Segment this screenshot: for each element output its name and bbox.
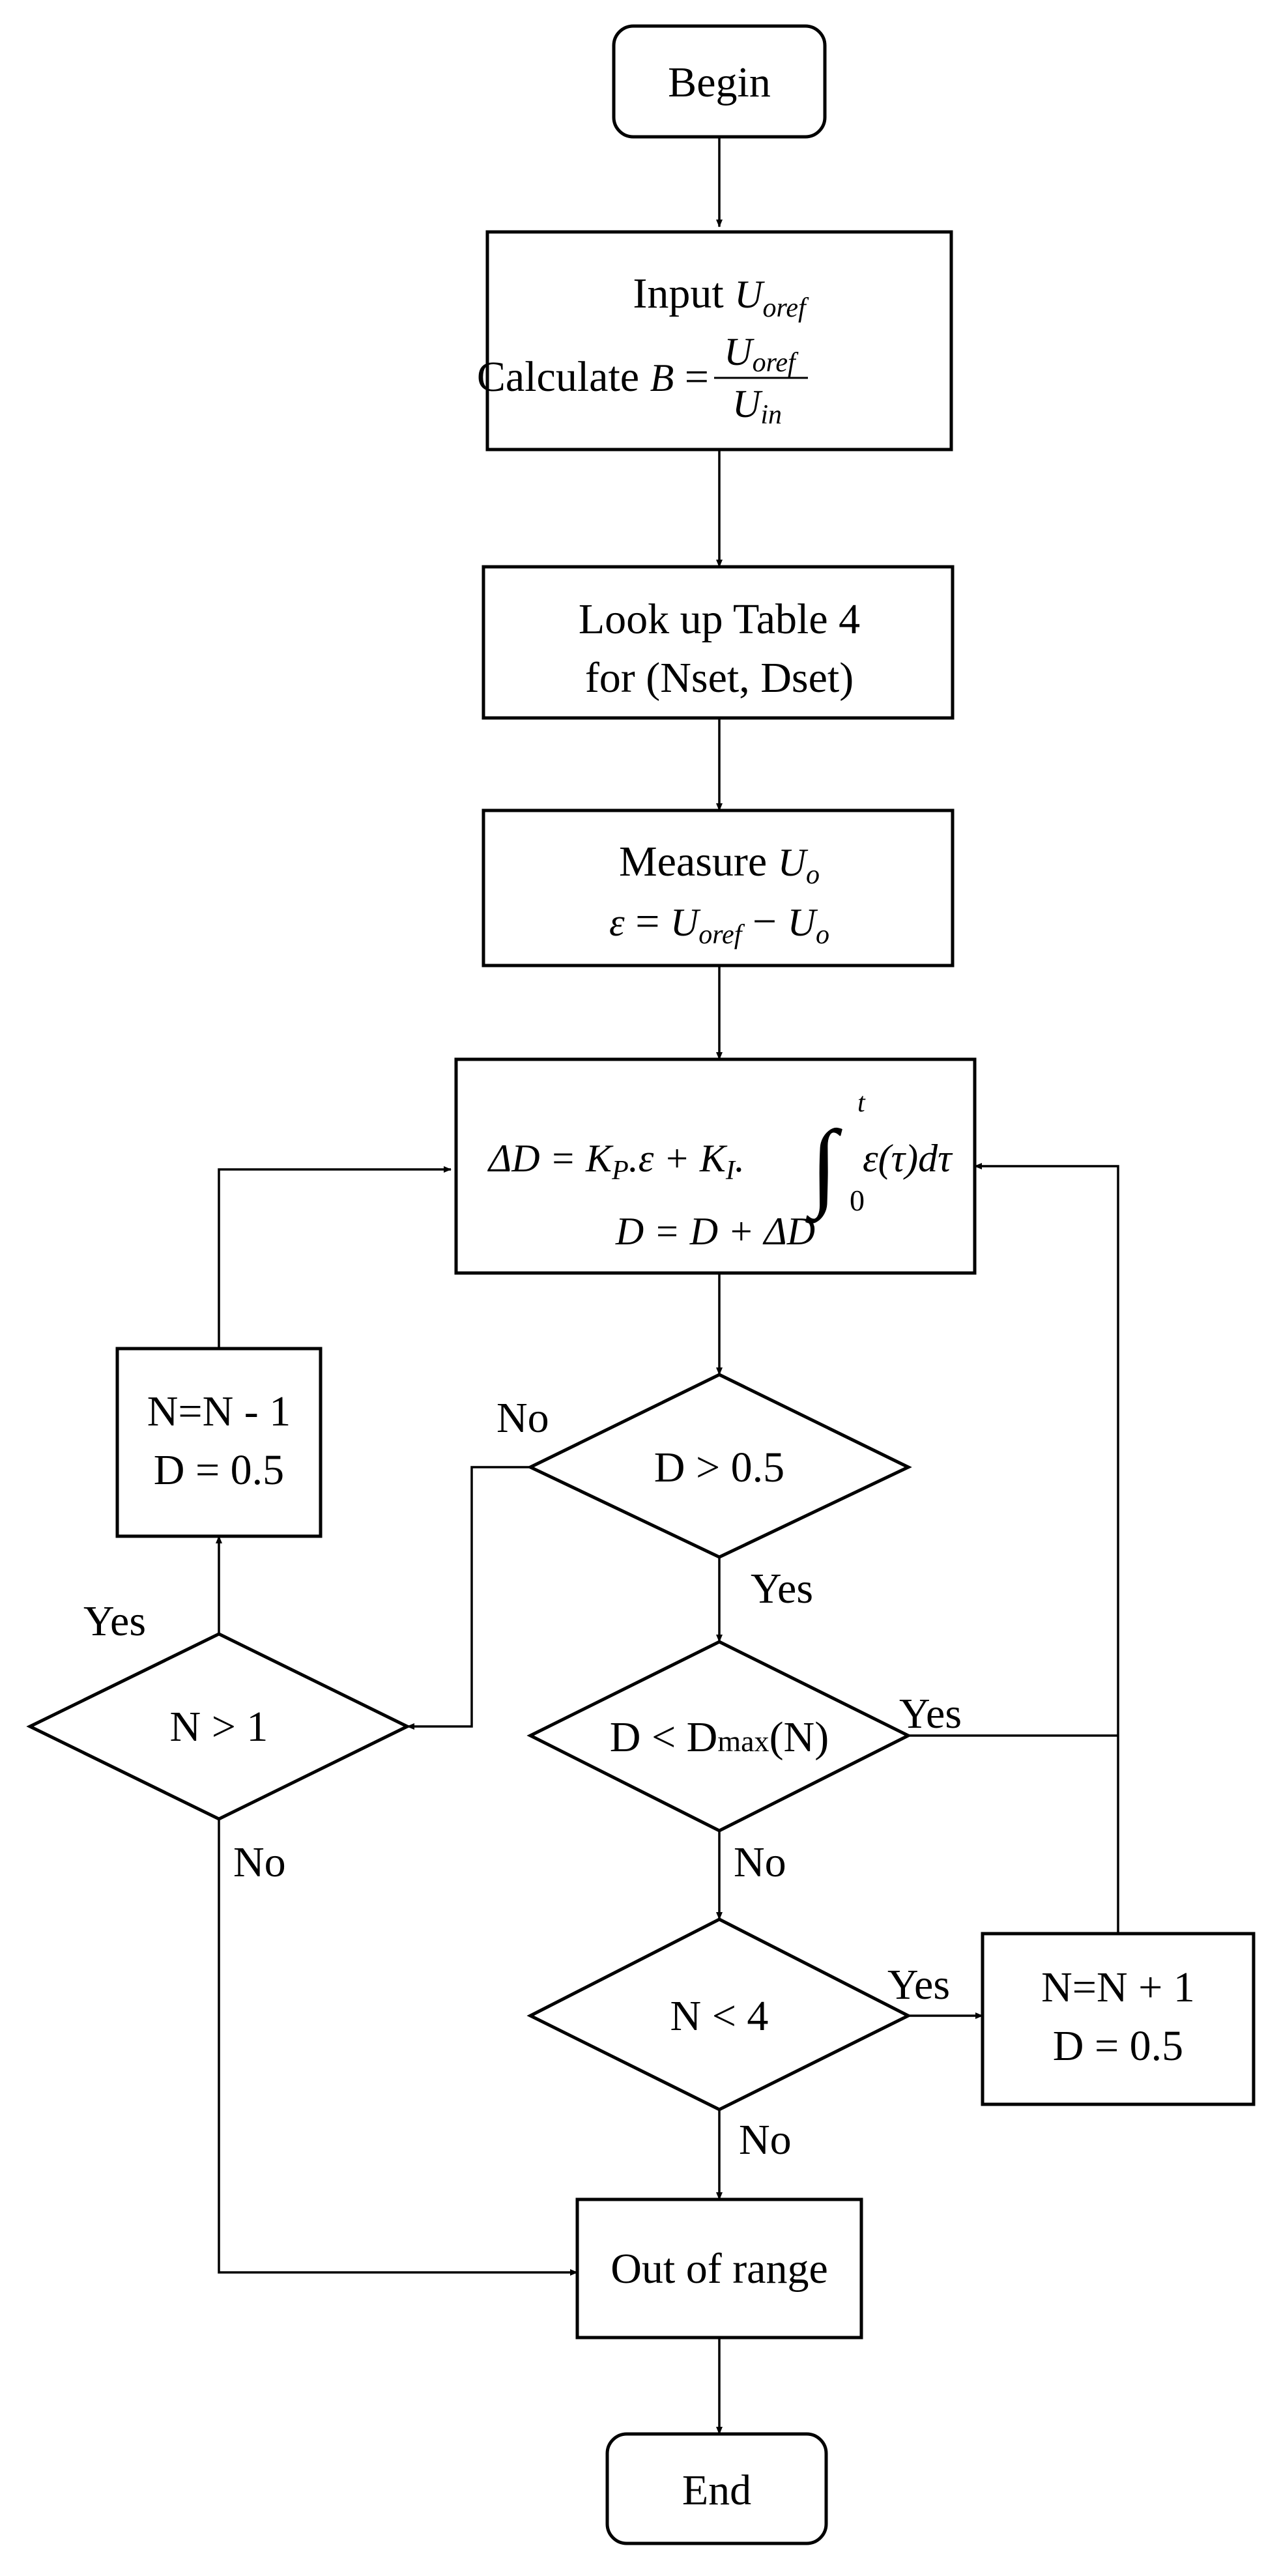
n-minus-node: N=N - 1 D = 0.5: [115, 1347, 323, 1538]
n-plus-line1: N=N + 1: [1041, 1964, 1195, 2011]
n-minus-line2: D = 0.5: [154, 1446, 284, 1494]
input-line1: Input Uoref: [633, 270, 809, 323]
end-label: End: [682, 2467, 751, 2514]
n-gt-decision: N > 1: [26, 1632, 411, 1821]
begin-node: Begin: [612, 24, 827, 139]
nlt-yes-label: Yes: [887, 1961, 950, 2009]
n-gt-label: N > 1: [170, 1703, 268, 1751]
d-lt-label: D < Dmax(N): [610, 1713, 829, 1761]
edge-ngt-no-to-out: [218, 1819, 578, 2276]
fraction-denominator: Uin: [732, 382, 782, 430]
n-minus-line1: N=N - 1: [147, 1388, 291, 1435]
ngt-yes-label: Yes: [83, 1597, 146, 1645]
edge-dgt-no-to-ngt: [407, 1466, 530, 1730]
n-plus-node: N=N + 1 D = 0.5: [981, 1932, 1256, 2106]
d-lt-decision: D < Dmax(N): [526, 1640, 912, 1833]
pi-line2: D = D + ΔD: [615, 1210, 815, 1253]
end-node: End: [605, 2432, 828, 2545]
dlt-no-label: No: [734, 1839, 786, 1886]
ngt-no-label: No: [233, 1839, 286, 1886]
integrand: ε(τ)dτ: [863, 1137, 953, 1180]
pi-node: ΔD = KP.ε + KI. ∫ t 0 ε(τ)dτ D = D + ΔD: [454, 1057, 977, 1275]
nlt-no-label: No: [739, 2116, 792, 2164]
pi-line1: ΔD = KP.ε + KI.: [487, 1137, 745, 1186]
n-lt-decision: N < 4: [526, 1917, 912, 2111]
edge-nminus-to-pi: [218, 1166, 452, 1349]
integral-sign: ∫: [805, 1111, 842, 1224]
d-gt-label: D > 0.5: [654, 1444, 784, 1491]
n-plus-line2: D = 0.5: [1053, 2022, 1183, 2070]
d-gt-decision: D > 0.5: [526, 1373, 912, 1559]
measure-node: Measure Uo ε = Uoref − Uo: [481, 809, 955, 967]
fraction-numerator: Uoref: [724, 330, 799, 378]
lookup-node: Look up Table 4 for (Nset, Dset): [481, 565, 955, 720]
input-line2: Calculate B =: [477, 353, 709, 401]
dgt-no-label: No: [496, 1394, 549, 1442]
edge-labels: No Yes Yes No Yes No Yes No: [83, 1394, 962, 2164]
n-lt-label: N < 4: [670, 1992, 769, 2040]
out-of-range-node: Out of range: [575, 2197, 863, 2340]
lookup-line1: Look up Table 4: [579, 595, 860, 643]
lookup-line2: for (Nset, Dset): [585, 654, 854, 702]
edges: [216, 137, 1119, 2435]
integral-upper-limit: t: [857, 1088, 866, 1118]
dgt-yes-label: Yes: [751, 1565, 813, 1612]
edge-nplus-to-pi: [974, 1163, 1119, 1934]
integral-lower-limit: 0: [850, 1184, 865, 1217]
dlt-yes-label: Yes: [899, 1690, 962, 1738]
measure-line1: Measure Uo: [619, 838, 820, 890]
begin-label: Begin: [668, 59, 771, 106]
out-of-range-label: Out of range: [611, 2245, 828, 2293]
input-node: Input Uoref Calculate B = Uoref Uin: [477, 230, 953, 451]
measure-line2: ε = Uoref − Uo: [609, 898, 829, 950]
